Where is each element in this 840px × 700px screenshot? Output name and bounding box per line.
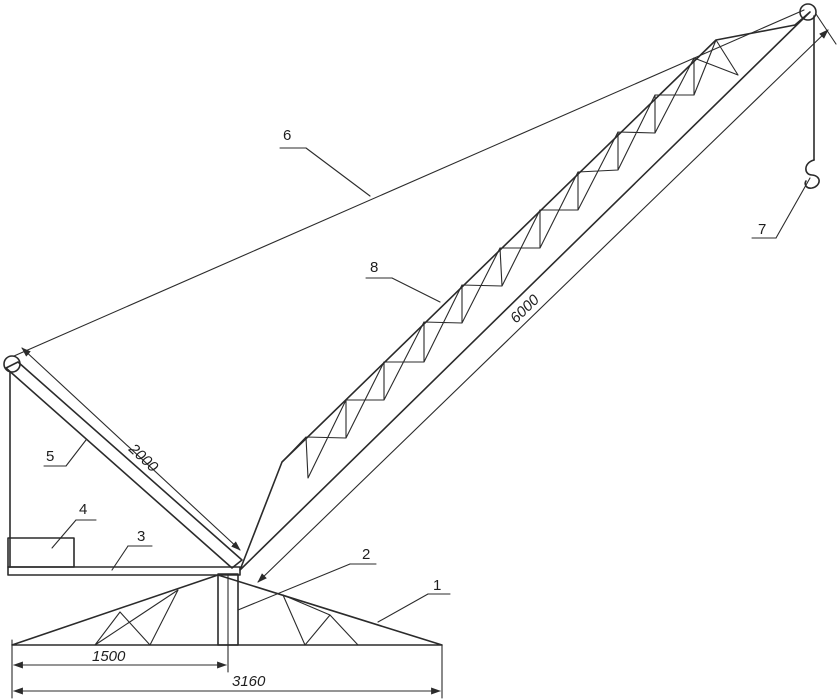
callout-label-6: 6 — [283, 127, 291, 144]
callout-label-8: 8 — [370, 259, 378, 276]
callout-4: 4 — [51, 501, 97, 549]
dimension-1500-label: 1500 — [92, 648, 126, 665]
dimension-2000-label: 2000 — [125, 440, 162, 476]
base-truss-web-right — [282, 594, 359, 646]
base-truss — [11, 574, 443, 646]
leader-3 — [111, 545, 129, 571]
callout-8: 8 — [365, 259, 441, 303]
counterweight-box — [7, 537, 75, 568]
platform-beam — [7, 566, 241, 576]
callout-label-3: 3 — [137, 528, 145, 545]
callout-1: 1 — [377, 577, 451, 623]
leader-6 — [305, 147, 371, 197]
leader-1 — [377, 593, 429, 623]
callout-7: 7 — [751, 177, 811, 239]
leader-8 — [391, 277, 441, 303]
dimension-6000-label: 6000 — [507, 291, 543, 327]
dimension-6000: 6000 — [257, 29, 829, 583]
back-strut — [5, 361, 243, 569]
leader-2 — [237, 563, 351, 611]
rope-end — [815, 13, 837, 45]
base-truss-outline — [11, 574, 443, 646]
callout-label-5: 5 — [46, 448, 54, 465]
guy-rope — [13, 9, 805, 357]
leader-7 — [775, 177, 811, 239]
callout-5: 5 — [43, 439, 87, 467]
dimension-3160: 3160 — [11, 644, 443, 699]
callout-6: 6 — [279, 127, 371, 197]
central-post — [217, 573, 239, 646]
boom-outline — [239, 11, 811, 571]
dimension-1500: 1500 — [11, 639, 229, 673]
callout-label-7: 7 — [758, 221, 766, 238]
rear-pulley — [3, 355, 21, 373]
callout-label-1: 1 — [433, 577, 441, 594]
callout-3: 3 — [111, 528, 153, 571]
leader-4 — [51, 519, 77, 549]
boom-truss — [239, 11, 811, 571]
callout-2: 2 — [237, 546, 377, 611]
dimension-line-6000 — [257, 29, 829, 583]
callout-label-2: 2 — [362, 546, 370, 563]
dimension-line-2000 — [21, 347, 241, 551]
back-mast — [3, 355, 243, 569]
hook — [804, 159, 820, 189]
leader-5 — [65, 439, 87, 467]
hoist — [799, 3, 837, 189]
dimension-3160-label: 3160 — [232, 673, 266, 690]
platform — [7, 566, 241, 576]
boom-lacing — [281, 39, 739, 479]
base-truss-web-left — [94, 589, 179, 646]
callout-label-4: 4 — [79, 501, 87, 518]
dimension-2000: 2000 — [21, 347, 241, 551]
